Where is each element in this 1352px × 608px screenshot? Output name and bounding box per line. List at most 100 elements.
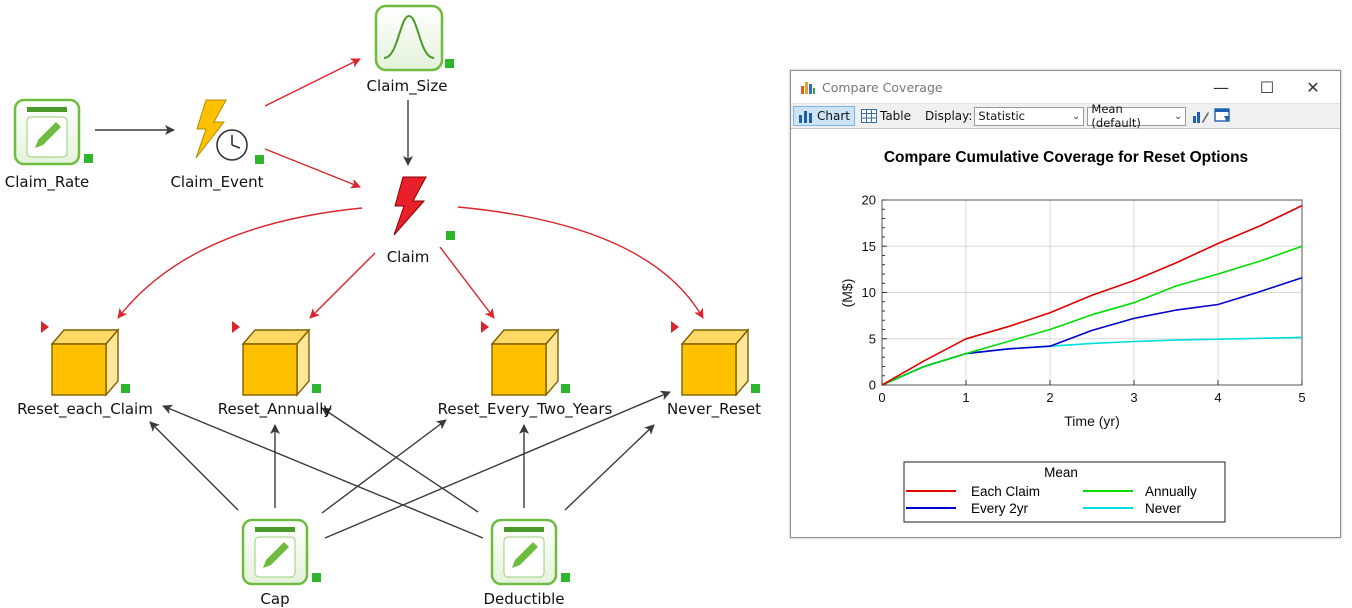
legend-title: Mean: [1044, 465, 1078, 480]
node-label: Reset_Every_Two_Years: [438, 400, 613, 419]
status-dot: [445, 59, 454, 68]
bar-chart-icon: [801, 82, 815, 94]
dependency-arrows: [95, 100, 671, 539]
influence-diagram: Claim_Rate Claim_Event Claim_Size Claim: [5, 4, 761, 608]
status-dot: [255, 155, 264, 164]
line-chart: Compare Cumulative Coverage for Reset Op…: [839, 149, 1306, 523]
input-marker-icon: [41, 321, 49, 333]
statistic-select[interactable]: Mean (default) ⌄: [1087, 102, 1187, 130]
y-tick-label: 20: [862, 193, 876, 208]
legend-label: Every 2yr: [971, 501, 1029, 516]
y-tick-label: 10: [862, 285, 876, 300]
series-line-never: [881, 336, 1303, 386]
window-titlebar[interactable]: Compare Coverage — ☐ ✕: [791, 71, 1340, 103]
series-line-every-2yr: [881, 276, 1303, 386]
table-view-label: Table: [879, 109, 912, 123]
close-button[interactable]: ✕: [1306, 77, 1320, 97]
y-tick-label: 15: [862, 239, 876, 254]
status-dot: [446, 231, 455, 240]
arrow-claim-event-to-claim-size: [264, 58, 361, 107]
y-tick-label: 5: [869, 331, 876, 346]
data-pencil-icon: [241, 518, 309, 586]
x-tick-label: 1: [962, 390, 969, 405]
maximize-button[interactable]: ☐: [1259, 77, 1275, 97]
arrow-claim-to-reset-each-claim: [117, 207, 363, 319]
input-marker-icon: [671, 321, 679, 333]
arrow-cap-to-reset-every-two-years: [321, 419, 447, 514]
x-axis-label: Time (yr): [1064, 413, 1119, 429]
compare-coverage-window[interactable]: Compare Coverage — ☐ ✕ Chart Table Displ…: [790, 70, 1341, 538]
node-reset-every-two-years[interactable]: Reset_Every_Two_Years: [438, 321, 613, 419]
node-reset-each-claim[interactable]: Reset_each_Claim: [17, 321, 153, 419]
chevron-down-icon: ⌄: [1072, 110, 1081, 122]
data-pencil-icon: [13, 98, 81, 166]
node-claim-size[interactable]: Claim_Size: [367, 4, 454, 96]
node-never-reset[interactable]: Never_Reset: [667, 321, 761, 419]
lightning-clock-icon: [195, 99, 248, 161]
display-select[interactable]: Statistic ⌄: [974, 106, 1085, 126]
legend-label: Never: [1145, 501, 1182, 516]
display-label: Display:: [925, 109, 973, 123]
x-tick-label: 3: [1130, 390, 1137, 405]
x-tick-label: 5: [1298, 390, 1305, 405]
arrow-claim-event-to-claim: [264, 148, 361, 189]
chart-view-label: Chart: [817, 109, 850, 123]
node-cap[interactable]: Cap: [241, 518, 321, 608]
chart-series: [881, 204, 1303, 386]
y-tick-label: 0: [869, 378, 876, 393]
arrow-deductible-to-reset-annually: [321, 407, 479, 513]
input-marker-icon: [232, 321, 240, 333]
table-view-button[interactable]: Table: [857, 106, 915, 126]
status-dot: [312, 573, 321, 582]
status-dot: [121, 384, 130, 393]
arrow-claim-to-reset-annually: [309, 252, 376, 319]
distribution-icon: [374, 4, 444, 72]
status-dot: [84, 154, 93, 163]
node-label: Cap: [260, 590, 289, 608]
node-label: Claim_Event: [170, 173, 263, 192]
node-claim[interactable]: Claim: [387, 176, 455, 266]
status-dot: [751, 384, 760, 393]
node-reset-annually[interactable]: Reset_Annually: [218, 321, 333, 419]
node-label: Deductible: [483, 590, 564, 608]
arrow-deductible-to-never-reset: [564, 424, 655, 511]
cube-icon: [680, 328, 750, 397]
window-toolbar: Chart Table Display: Statistic ⌄ Mean (d…: [791, 102, 1340, 130]
arrow-cap-to-never-reset: [324, 390, 671, 539]
node-label: Claim: [387, 248, 430, 266]
arrow-claim-to-reset-every-two-years: [439, 246, 495, 319]
node-label: Claim_Rate: [5, 173, 90, 192]
table-icon: [860, 109, 877, 123]
legend-frame: [903, 461, 1226, 523]
chart-view-button[interactable]: Chart: [793, 106, 855, 126]
window-title: Compare Coverage: [822, 79, 943, 95]
window-options-icon[interactable]: [1214, 108, 1232, 124]
input-marker-icon: [481, 321, 489, 333]
chart-grid: [882, 200, 1302, 385]
chevron-down-icon: ⌄: [1174, 110, 1183, 122]
arrow-cap-to-reset-each-claim: [149, 421, 239, 511]
status-dot: [561, 573, 570, 582]
x-tick-label: 0: [878, 390, 885, 405]
bar-chart-icon: [799, 111, 812, 123]
arrow-deductible-to-reset-each-claim: [162, 404, 484, 539]
display-select-value: Statistic: [978, 109, 1026, 123]
node-deductible[interactable]: Deductible: [483, 518, 570, 608]
status-dot: [561, 384, 570, 393]
legend-label: Each Claim: [971, 484, 1040, 499]
x-tick-label: 2: [1046, 390, 1053, 405]
node-claim-event[interactable]: Claim_Event: [170, 99, 264, 192]
x-tick-label: 4: [1214, 390, 1221, 405]
graph-setup-icon[interactable]: [1192, 108, 1210, 124]
cube-icon: [241, 328, 311, 397]
node-label: Never_Reset: [667, 400, 761, 419]
node-claim-rate[interactable]: Claim_Rate: [5, 98, 93, 192]
chart-title: Compare Cumulative Coverage for Reset Op…: [884, 149, 1248, 166]
cube-icon: [50, 328, 120, 397]
influence-arrows: [117, 58, 704, 319]
node-label: Claim_Size: [367, 77, 448, 96]
status-dot: [312, 384, 321, 393]
minimize-button[interactable]: —: [1213, 77, 1229, 97]
